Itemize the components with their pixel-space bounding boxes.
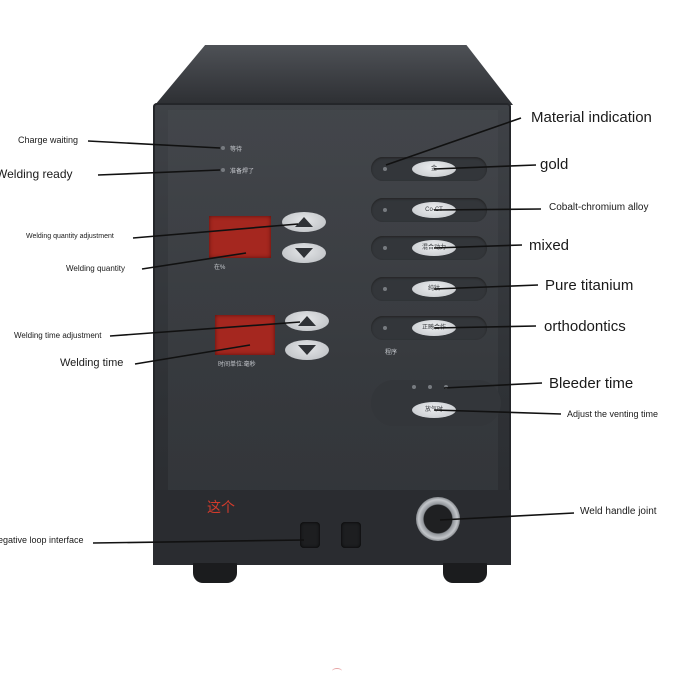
- bleeder-led-3: [444, 385, 448, 389]
- callout-gold: gold: [540, 156, 569, 173]
- gold-led: [383, 167, 387, 171]
- coct-led: [383, 208, 387, 212]
- callout-bleeder: Bleeder time: [549, 375, 634, 392]
- down-arrow-icon: [295, 248, 313, 258]
- down-arrow-icon: [298, 345, 316, 355]
- bleeder-led-2: [428, 385, 432, 389]
- callout-time-adjust: Welding time adjustment: [14, 331, 102, 340]
- foot-right: [443, 563, 487, 583]
- callout-quantity-adjust: Welding quantity adjustment: [26, 233, 114, 240]
- line-gold: [433, 164, 537, 170]
- line-welding-ready: [97, 169, 221, 176]
- bleeder-led-1: [412, 385, 416, 389]
- callout-orthodontics: orthodontics: [544, 318, 626, 335]
- callout-weld-handle: Weld handle joint: [580, 506, 657, 517]
- callout-welding-ready: Welding ready: [0, 167, 73, 181]
- status-label-waiting: 等待: [230, 147, 243, 153]
- titanium-led: [383, 287, 387, 291]
- callout-time: Welding time: [60, 357, 124, 369]
- callout-quantity: Welding quantity: [66, 264, 125, 273]
- callout-titanium: Pure titanium: [545, 277, 634, 294]
- status-label-ready: 准备焊了: [230, 169, 255, 175]
- line-ortho: [433, 325, 537, 329]
- welding-quantity-display: [209, 216, 271, 258]
- second-jack[interactable]: [341, 522, 361, 548]
- quantity-up-button[interactable]: [282, 212, 326, 232]
- welding-ready-led: [221, 168, 225, 172]
- display2-caption: 时间单位:毫秒: [218, 362, 256, 368]
- line-charge-waiting: [87, 140, 221, 149]
- ortho-led: [383, 326, 387, 330]
- callout-venting: Adjust the venting time: [567, 409, 659, 419]
- time-up-button[interactable]: [285, 311, 329, 331]
- callout-material: Material indication: [531, 109, 652, 126]
- line-titanium: [433, 284, 539, 290]
- line-time-adjust: [109, 321, 301, 337]
- line-material: [385, 117, 522, 166]
- foot-left: [193, 563, 237, 583]
- charge-waiting-led: [221, 146, 225, 150]
- line-quantity: [141, 252, 247, 270]
- callout-negative-loop: egative loop interface: [0, 535, 84, 545]
- display1-caption: 在%: [214, 265, 226, 271]
- red-marking: 这个: [207, 499, 235, 515]
- line-venting: [433, 409, 562, 415]
- chevron-up-icon: [332, 668, 342, 674]
- negative-loop-jack[interactable]: [300, 522, 320, 548]
- line-bleeder: [443, 382, 543, 389]
- mixed-led: [383, 246, 387, 250]
- time-down-button[interactable]: [285, 340, 329, 360]
- quantity-down-button[interactable]: [282, 243, 326, 263]
- machine-top-face: [155, 45, 513, 105]
- callout-charge-waiting: Charge waiting: [18, 135, 79, 145]
- line-mixed: [433, 244, 523, 249]
- line-weld-handle: [439, 512, 575, 521]
- callout-cobalt: Cobalt-chromium alloy: [549, 202, 649, 213]
- up-arrow-icon: [298, 316, 316, 326]
- line-quantity-adjust: [132, 223, 299, 239]
- program-caption: 程序: [385, 350, 398, 356]
- callout-mixed: mixed: [529, 237, 570, 254]
- line-negative: [92, 539, 305, 544]
- up-arrow-icon: [295, 217, 313, 227]
- line-time: [134, 344, 251, 365]
- line-cobalt: [433, 208, 542, 211]
